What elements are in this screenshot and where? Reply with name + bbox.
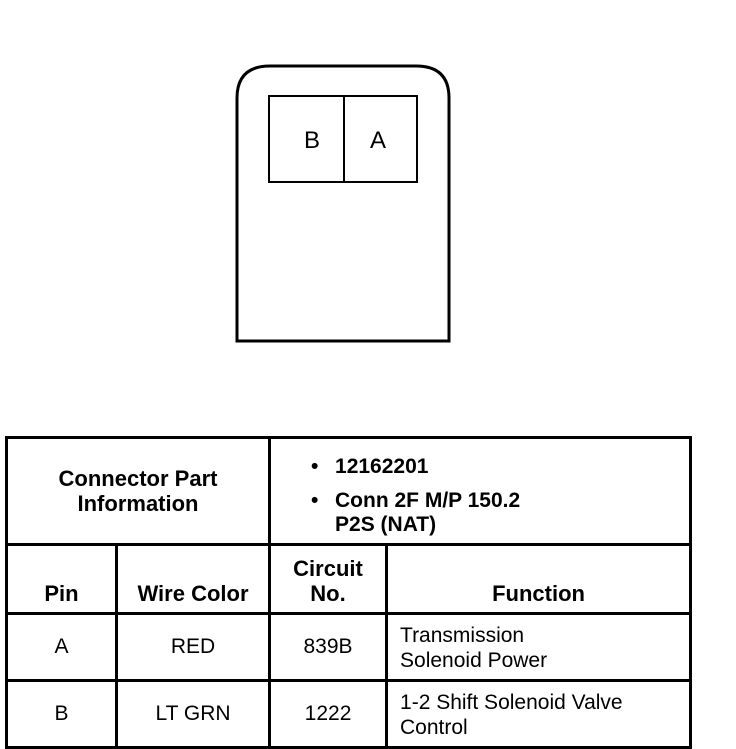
part-bullet-2: • Conn 2F M/P 150.2 P2S (NAT) [311, 489, 689, 537]
part-info-label-line1: Connector Part [58, 466, 218, 491]
part-info-bullets-cell: • 12162201 • Conn 2F M/P 150.2 P2S (NAT) [268, 436, 693, 546]
column-header-row: Pin Wire Color Circuit No. Function [5, 543, 693, 615]
bullet-icon: • [311, 489, 319, 512]
wire-color-cell: LT GRN [114, 679, 272, 749]
connector-body-outline [235, 64, 451, 343]
circuit-cell: 839B [268, 612, 389, 682]
table-row: A RED 839B Transmission Solenoid Power [5, 612, 693, 682]
part-number: 12162201 [335, 455, 429, 478]
cavity-label-a: A [370, 127, 386, 154]
cavity-label-b: B [304, 127, 320, 154]
function-cell: Transmission Solenoid Power [385, 612, 693, 682]
header-pin: Pin [5, 543, 118, 615]
circuit-cell: 1222 [268, 679, 389, 749]
pin-cell: B [5, 679, 118, 749]
header-circuit-no: Circuit No. [268, 543, 389, 615]
function-cell: 1-2 Shift Solenoid Valve Control [385, 679, 693, 749]
part-bullet-1: • 12162201 [311, 455, 689, 479]
header-wire-color: Wire Color [114, 543, 272, 615]
connector-description: Conn 2F M/P 150.2 P2S (NAT) [335, 489, 521, 536]
wire-color-cell: RED [114, 612, 272, 682]
part-info-label-cell: Connector Part Information [4, 436, 272, 546]
connector-diagram: B A [235, 64, 451, 343]
bullet-icon: • [311, 455, 319, 478]
connector-info-table: Connector Part Information • 12162201 • … [4, 436, 693, 749]
part-info-label-line2: Information [77, 491, 199, 516]
pin-cell: A [5, 612, 118, 682]
header-function: Function [385, 543, 693, 615]
table-row: B LT GRN 1222 1-2 Shift Solenoid Valve C… [5, 679, 693, 749]
part-info-row: Connector Part Information • 12162201 • … [4, 436, 693, 546]
